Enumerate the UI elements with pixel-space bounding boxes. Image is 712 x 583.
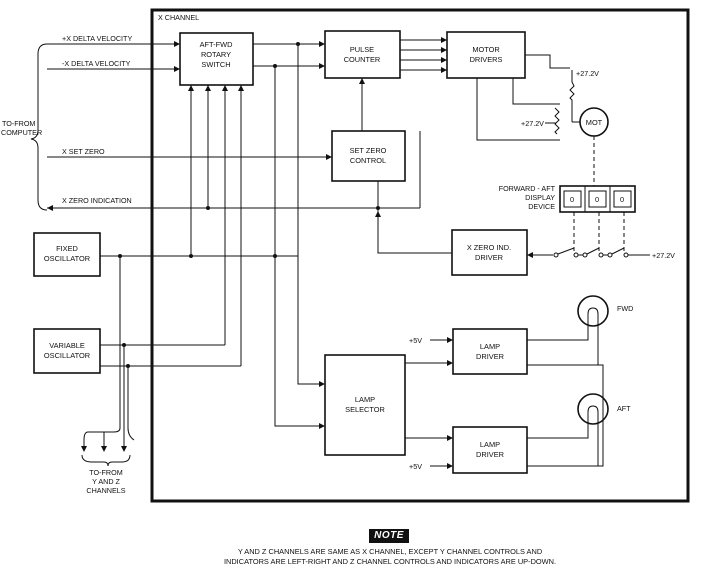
fixed-osc-label-1: FIXED: [56, 244, 78, 253]
note-text: Y AND Z CHANNELS ARE SAME AS X CHANNEL, …: [150, 547, 630, 567]
display-digit-box-2: [588, 190, 607, 208]
display-digit-3: 0: [620, 195, 624, 204]
computer-label-1: TO-FROM: [2, 119, 35, 128]
pulse-counter-box: [324, 30, 401, 79]
yz-label-1: TO-FROM: [89, 468, 122, 477]
motor-drivers-label-1: MOTOR: [472, 45, 499, 54]
zero-driver-label-1: X ZERO IND.: [467, 243, 511, 252]
lamp-selector-box: [324, 354, 406, 456]
computer-label-2: COMPUTER: [1, 128, 42, 137]
set-zero-label-1: SET ZERO: [350, 146, 387, 155]
display-digit-2: 0: [595, 195, 599, 204]
switch-voltage: +27.2V: [652, 251, 675, 260]
lamp-1-voltage: +5V: [409, 336, 422, 345]
pulse-counter-label-1: PULSE: [350, 45, 374, 54]
lamp-driver-2-label-1: LAMP: [480, 440, 500, 449]
lamp-driver-1-box: [452, 328, 528, 375]
note-line-2: INDICATORS ARE LEFT-RIGHT AND Z CHANNEL …: [223, 557, 557, 566]
minus-delta-velocity-label: -X DELTA VELOCITY: [62, 59, 131, 68]
rotary-switch-label-3: SWITCH: [201, 60, 230, 69]
frame-title: X CHANNEL: [158, 13, 199, 22]
plus-delta-velocity-label: +X DELTA VELOCITY: [62, 34, 132, 43]
lamp-selector-label-2: SELECTOR: [345, 405, 385, 414]
fixed-osc-label-2: OSCILLATOR: [44, 254, 90, 263]
display-digit-box-3: [613, 190, 632, 208]
lamp-selector-label-1: LAMP: [355, 395, 375, 404]
yz-label-2: Y AND Z: [92, 477, 120, 486]
computer-bracket: [30, 43, 48, 211]
lamp-driver-1-label-1: LAMP: [480, 342, 500, 351]
fixed-oscillator-box: [33, 232, 101, 277]
display-digit-box-1: [563, 190, 582, 208]
rotary-switch-box: [179, 32, 254, 86]
zero-ind-driver-box: [451, 229, 528, 276]
var-osc-label-2: OSCILLATOR: [44, 351, 90, 360]
yz-label-3: CHANNELS: [86, 486, 125, 495]
note-badge: NOTE: [369, 529, 409, 543]
rotary-switch-label-2: ROTARY: [201, 50, 231, 59]
lamp-driver-1-label-2: DRIVER: [476, 352, 504, 361]
zero-indication-label: X ZERO INDICATION: [62, 196, 132, 205]
lamp-driver-2-box: [452, 426, 528, 474]
lamp-driver-2-label-2: DRIVER: [476, 450, 504, 459]
motor-voltage-upper: +27.2V: [576, 69, 599, 78]
display-label-2: DISPLAY: [525, 193, 555, 202]
motor-label: MOT: [586, 118, 603, 127]
pulse-counter-label-2: COUNTER: [344, 55, 381, 64]
aft-lamp: [577, 393, 609, 425]
motor-drivers-label-2: DRIVERS: [470, 55, 503, 64]
variable-oscillator-box: [33, 328, 101, 374]
lamp-2-voltage: +5V: [409, 462, 422, 471]
set-zero-label: X SET ZERO: [62, 147, 105, 156]
display-digit-1: 0: [570, 195, 574, 204]
fwd-lamp-label: FWD: [617, 304, 633, 313]
zero-driver-label-2: DRIVER: [475, 253, 503, 262]
set-zero-control-box: [331, 130, 406, 182]
motor-voltage-lower: +27.2V: [521, 119, 544, 128]
display-label-3: DEVICE: [528, 202, 555, 211]
set-zero-label-2: CONTROL: [350, 156, 386, 165]
fwd-lamp: [577, 295, 609, 327]
note-line-1: Y AND Z CHANNELS ARE SAME AS X CHANNEL, …: [237, 547, 543, 556]
aft-lamp-label: AFT: [617, 404, 631, 413]
motor-drivers-box: [446, 31, 526, 79]
display-label-1: FORWARD - AFT: [499, 184, 556, 193]
var-osc-label-1: VARIABLE: [49, 341, 85, 350]
rotary-switch-label-1: AFT-FWD: [200, 40, 233, 49]
